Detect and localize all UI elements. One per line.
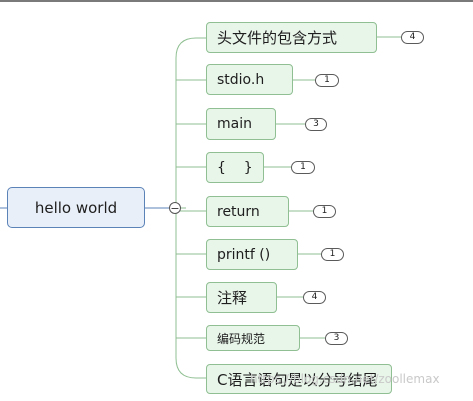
topic-coding-standards[interactable]: 编码规范 [206, 325, 300, 351]
topic-label: 编码规范 [217, 331, 266, 346]
count-badge[interactable]: 1 [313, 205, 336, 218]
topic-label: stdio.h [217, 71, 265, 88]
topic-stdio-h[interactable]: stdio.h [206, 64, 293, 95]
root-topic[interactable]: hello world [7, 187, 145, 228]
collapse-toggle-icon[interactable]: − [169, 201, 181, 215]
topic-printf[interactable]: printf () [206, 239, 298, 270]
topic-label: 头文件的包含方式 [217, 29, 338, 47]
watermark-text: https://blog.csdn.net/zoollemax [250, 372, 440, 386]
count-badge[interactable]: 1 [321, 248, 344, 261]
topic-return[interactable]: return [206, 196, 289, 227]
count-badge[interactable]: 1 [315, 74, 339, 87]
topic-comments[interactable]: 注释 [206, 282, 277, 313]
topic-semicolon-rule[interactable]: C语言语句是以分号结尾 [206, 364, 392, 394]
count-badge[interactable]: 3 [325, 332, 348, 345]
count-badge[interactable]: 1 [291, 161, 315, 174]
count-badge[interactable]: 4 [303, 291, 326, 304]
count-badge[interactable]: 3 [305, 118, 327, 131]
root-topic-label: hello world [34, 198, 118, 217]
topic-braces[interactable]: { } [206, 152, 264, 183]
topic-include-methods[interactable]: 头文件的包含方式 [206, 22, 377, 53]
topic-label: main [217, 116, 252, 132]
count-badge[interactable]: 4 [401, 31, 424, 44]
topic-label: printf () [217, 246, 271, 263]
topic-label: { } [217, 159, 253, 176]
topic-label: 注释 [217, 289, 248, 307]
topic-main[interactable]: main [206, 108, 276, 140]
topic-label: return [217, 203, 260, 220]
topic-label: C语言语句是以分号结尾 [217, 370, 378, 389]
badge-connectors [264, 36, 401, 339]
top-border-line [0, 0, 473, 2]
